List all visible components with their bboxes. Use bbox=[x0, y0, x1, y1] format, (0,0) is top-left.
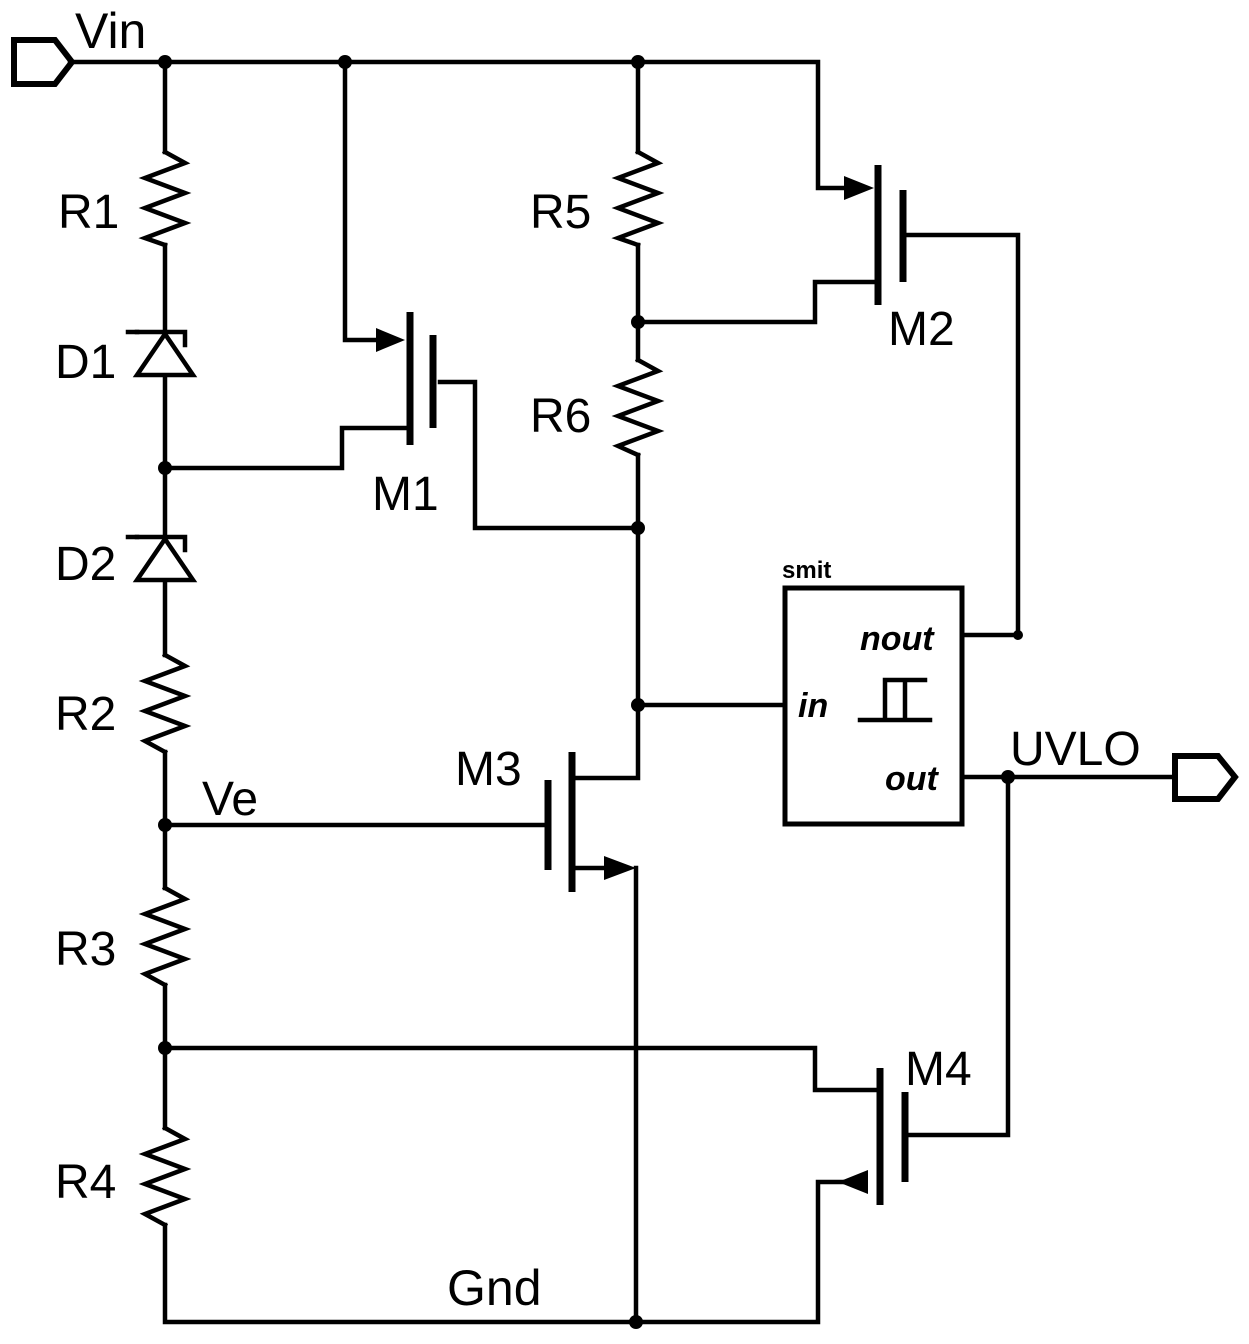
wire-m4-drain bbox=[162, 1045, 881, 1093]
r4-label: R4 bbox=[55, 1156, 116, 1209]
junction-dot bbox=[158, 461, 172, 475]
schmitt-in-label: in bbox=[798, 687, 828, 725]
wire-r4-gnd bbox=[162, 1179, 848, 1325]
junction-dot bbox=[158, 1041, 172, 1055]
schmitt-out-label: out bbox=[885, 760, 940, 798]
wires bbox=[67, 59, 1178, 1325]
m1-label: M1 bbox=[372, 468, 439, 521]
junction-dot bbox=[1013, 630, 1023, 640]
schmitt-trigger-block bbox=[782, 585, 965, 827]
transistor-m3-symbol bbox=[544, 752, 636, 892]
vin-label: Vin bbox=[75, 3, 146, 59]
wire-m3-source bbox=[572, 865, 639, 1325]
junction-dot bbox=[631, 315, 645, 329]
m4-label: M4 bbox=[905, 1043, 972, 1096]
transistor-m1-symbol bbox=[376, 312, 437, 445]
schmitt-nout-label: nout bbox=[860, 620, 935, 658]
r2-label: R2 bbox=[55, 688, 116, 741]
junction-dot bbox=[338, 55, 352, 69]
transistor-m4-symbol bbox=[838, 1068, 909, 1205]
junction-dot bbox=[158, 818, 172, 832]
schmitt-title: smit bbox=[782, 557, 831, 584]
junction-dot bbox=[631, 698, 645, 712]
m4-arrow bbox=[838, 1170, 868, 1194]
uvlo-port-icon bbox=[1172, 753, 1239, 802]
d2-label: D2 bbox=[55, 538, 116, 591]
junction-dot bbox=[631, 55, 645, 69]
r3-label: R3 bbox=[55, 923, 116, 976]
junction-dot bbox=[631, 521, 645, 535]
vin-port-icon bbox=[11, 37, 76, 87]
m2-arrow bbox=[844, 176, 874, 200]
junction-dot bbox=[1001, 770, 1015, 784]
resistor-r3-zigzag bbox=[138, 884, 192, 989]
m2-label: M2 bbox=[888, 303, 955, 356]
r5-label: R5 bbox=[530, 186, 591, 239]
m1-arrow bbox=[376, 328, 405, 352]
junction-dot bbox=[629, 1315, 643, 1329]
resistor-r2-zigzag bbox=[138, 651, 192, 756]
wire-m2-drain bbox=[905, 232, 1021, 638]
d1-label: D1 bbox=[55, 336, 116, 389]
resistor-r6-zigzag bbox=[611, 356, 665, 458]
m3-arrow bbox=[604, 856, 636, 880]
junctions bbox=[158, 55, 1023, 1329]
resistor-symbols bbox=[138, 148, 665, 1229]
diode-d1-symbol bbox=[125, 329, 198, 378]
resistor-r5-zigzag bbox=[611, 148, 665, 248]
gnd-label: Gnd bbox=[447, 1260, 542, 1316]
resistor-r1-zigzag bbox=[138, 148, 192, 248]
m3-label: M3 bbox=[455, 743, 522, 796]
hysteresis-icon bbox=[857, 677, 933, 723]
r1-label: R1 bbox=[58, 186, 119, 239]
wire-m4-gate bbox=[905, 774, 1011, 1138]
junction-dot bbox=[158, 55, 172, 69]
diode-d2-symbol bbox=[125, 534, 198, 583]
wire-r6-m3 bbox=[572, 452, 641, 781]
uvlo-label: UVLO bbox=[1010, 723, 1141, 776]
wire-m1-drain bbox=[437, 379, 641, 531]
resistor-r4-zigzag bbox=[138, 1124, 192, 1229]
transistor-m2-symbol bbox=[844, 165, 907, 305]
wire-m2-gate bbox=[635, 279, 881, 325]
wire-m1-source bbox=[342, 59, 381, 343]
r6-label: R6 bbox=[530, 390, 591, 443]
vin-rail bbox=[67, 59, 848, 191]
wire-m1-gate bbox=[162, 425, 413, 471]
ve-label: Ve bbox=[202, 773, 258, 826]
